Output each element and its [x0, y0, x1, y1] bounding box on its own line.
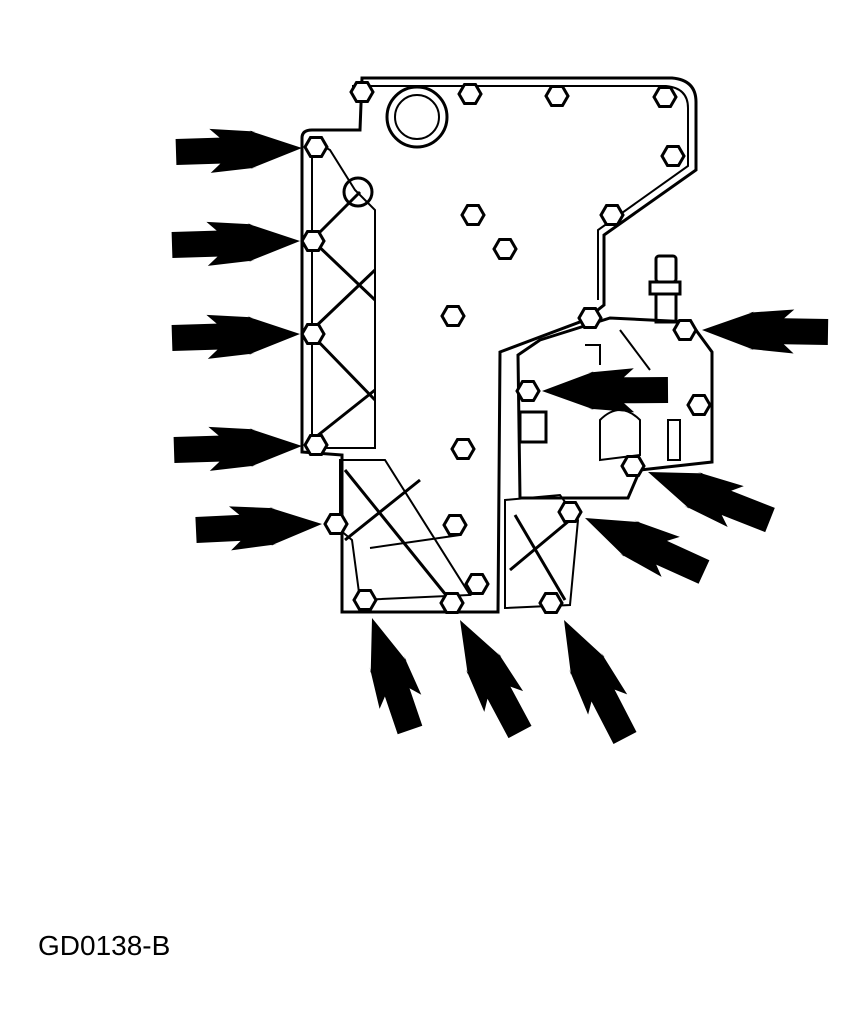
bolt-hex [442, 514, 468, 536]
bolt-hex [620, 455, 646, 477]
bolt-hex [557, 501, 583, 523]
bolt-hex [300, 230, 326, 252]
pointer-arrow [171, 314, 300, 359]
pointer-arrow [171, 221, 300, 266]
pointer-arrow [648, 472, 775, 533]
bolt-hex [300, 323, 326, 345]
bolt-hex [349, 81, 375, 103]
bolt-hex [303, 136, 329, 158]
bolt-hex [457, 83, 483, 105]
pointer-arrow [175, 128, 302, 173]
bolt-hex [538, 592, 564, 614]
bolt-hex [460, 204, 486, 226]
bolt-hex [652, 86, 678, 108]
bolt-hex [672, 319, 698, 341]
bolt-hex [660, 145, 686, 167]
pointer-arrow [460, 620, 532, 739]
pointer-arrow [173, 426, 302, 471]
bolt-hex [492, 238, 518, 260]
bolt-hex [515, 380, 541, 402]
arrow-group [171, 128, 829, 744]
pointer-arrow [369, 618, 423, 735]
pointer-arrow [702, 309, 829, 354]
bolt-hex [439, 592, 465, 614]
bolt-hex [450, 438, 476, 460]
pointer-arrow [564, 620, 637, 744]
bolt-hex [544, 85, 570, 107]
bolt-hex [323, 513, 349, 535]
bolt-hex [464, 573, 490, 595]
valve-body [300, 76, 714, 614]
pointer-arrow [542, 368, 669, 413]
bolt-hex [303, 434, 329, 456]
pointer-arrow [585, 518, 710, 584]
bolt-hex [599, 204, 625, 226]
figure-id-label: GD0138-B [38, 930, 171, 961]
bolt-group [300, 81, 712, 614]
pointer-arrow [195, 506, 322, 551]
bolt-hex [440, 305, 466, 327]
bolt-hex [352, 589, 378, 611]
bolt-hex [686, 394, 712, 416]
bolt-hex [577, 307, 603, 329]
